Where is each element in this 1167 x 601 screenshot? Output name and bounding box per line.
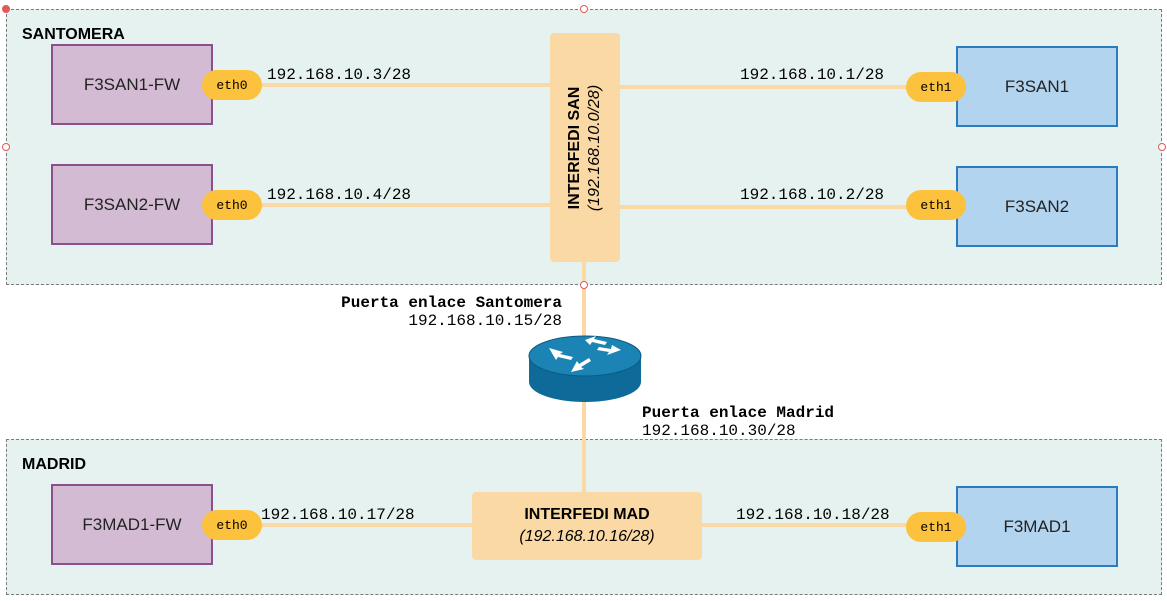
gateway-madrid-label: Puerta enlace Madrid (642, 404, 835, 422)
port-f3san2-eth1[interactable]: eth1 (906, 190, 966, 220)
port-f3san1-eth1[interactable]: eth1 (906, 72, 966, 102)
link-bus-f3san1 (620, 85, 912, 89)
madrid-zone-label: MADRID (22, 456, 86, 473)
node-f3san2[interactable]: F3SAN2 (956, 166, 1118, 247)
link-bus-f3san2 (620, 205, 912, 209)
interfedi-san-subnet: (192.168.10.0/28) (586, 84, 603, 211)
interfedi-mad-title: INTERFEDI MAD (524, 506, 650, 523)
node-label: F3SAN1 (1004, 76, 1070, 96)
interfedi-san-title: INTERFEDI SAN (566, 86, 583, 209)
node-label: F3MAD1 (1003, 516, 1071, 536)
gateway-santomera-label: Puerta enlace Santomera (341, 294, 562, 312)
node-label: F3SAN2-FW (83, 194, 181, 214)
selection-handle[interactable] (2, 143, 10, 151)
selection-handle[interactable] (580, 281, 588, 289)
gateway-madrid-ip: 192.168.10.30/28 (642, 422, 796, 440)
link-router-mad-bus (582, 400, 586, 494)
gateway-santomera: Puerta enlace Santomera 192.168.10.15/28 (314, 294, 562, 330)
node-label: F3MAD1-FW (82, 514, 182, 534)
link-f3mad1fw-bus (258, 523, 474, 527)
link-f3san2fw-bus (258, 203, 550, 207)
selection-handle[interactable] (2, 5, 10, 13)
node-label: F3SAN2 (1004, 196, 1070, 216)
port-f3mad1-eth1[interactable]: eth1 (906, 512, 966, 542)
interfedi-mad-subnet: (192.168.10.16/28) (519, 528, 655, 545)
node-f3san1-fw[interactable]: F3SAN1-FW (51, 44, 213, 125)
selection-handle[interactable] (1158, 143, 1166, 151)
selection-handle[interactable] (580, 5, 588, 13)
link-san-bus-router (582, 262, 586, 342)
port-f3san1-fw-eth0[interactable]: eth0 (202, 70, 262, 100)
ip-f3san1-fw: 192.168.10.3/28 (267, 66, 412, 84)
node-f3san2-fw[interactable]: F3SAN2-FW (51, 164, 213, 245)
router-icon[interactable] (527, 330, 643, 410)
ip-f3san2: 192.168.10.2/28 (740, 186, 885, 204)
ip-f3mad1-fw: 192.168.10.17/28 (261, 506, 415, 524)
link-f3san1fw-bus (258, 83, 550, 87)
link-bus-f3mad1 (700, 523, 912, 527)
ip-f3mad1: 192.168.10.18/28 (736, 506, 890, 524)
santomera-zone-label: SANTOMERA (22, 26, 125, 43)
gateway-madrid: Puerta enlace Madrid 192.168.10.30/28 (642, 404, 834, 440)
interfedi-mad-bus[interactable]: INTERFEDI MAD (192.168.10.16/28) (472, 492, 702, 560)
node-f3san1[interactable]: F3SAN1 (956, 46, 1118, 127)
node-label: F3SAN1-FW (83, 74, 181, 94)
port-f3san2-fw-eth0[interactable]: eth0 (202, 190, 262, 220)
interfedi-san-bus[interactable]: INTERFEDI SAN (192.168.10.0/28) (550, 33, 620, 262)
gateway-santomera-ip: 192.168.10.15/28 (408, 312, 562, 330)
node-f3mad1[interactable]: F3MAD1 (956, 486, 1118, 567)
ip-f3san2-fw: 192.168.10.4/28 (267, 186, 412, 204)
node-f3mad1-fw[interactable]: F3MAD1-FW (51, 484, 213, 565)
port-f3mad1-fw-eth0[interactable]: eth0 (202, 510, 262, 540)
ip-f3san1: 192.168.10.1/28 (740, 66, 885, 84)
